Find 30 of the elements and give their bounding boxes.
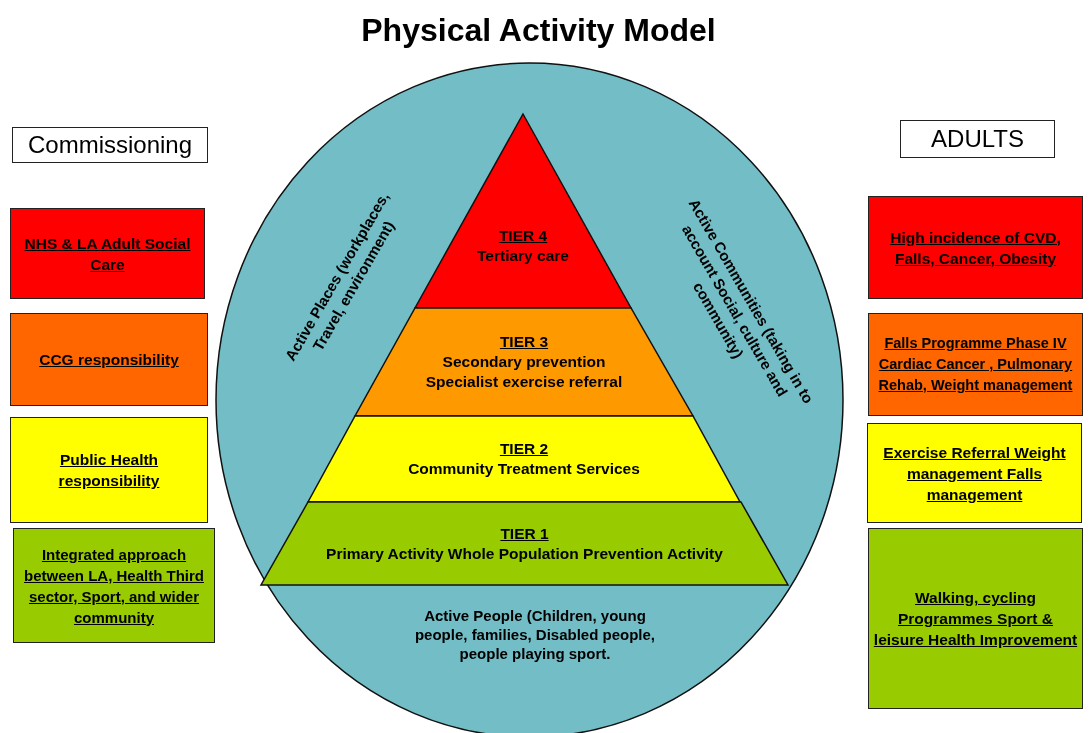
info-card (868, 528, 1083, 709)
column-heading: Commissioning (27, 131, 193, 159)
heading-box (900, 120, 1055, 158)
tier-description: Tertiary care (477, 246, 569, 266)
tier-heading: TIER 3 (499, 332, 549, 352)
card-text: Falls Programme Phase IV Cardiac Cancer , Pulmonary Rehab, Weight management (877, 334, 1074, 395)
column-heading: ADULTS (931, 125, 1024, 153)
card-text: Walking, cycling Programmes Sport & leisure Health Improvement (873, 588, 1078, 650)
tier-description: Secondary prevention Specialist exercise referral (424, 352, 624, 392)
heading-box (12, 127, 208, 163)
tier-heading: TIER 1 (500, 523, 549, 544)
diagram-title: Physical Activity Model (360, 12, 717, 49)
info-card (10, 313, 208, 406)
tier-heading: TIER 4 (498, 226, 548, 246)
card-text: Public Health responsibility (57, 450, 161, 491)
tier-heading: TIER 2 (499, 439, 549, 459)
card-text: NHS & LA Adult Social Care (23, 233, 192, 275)
info-card (10, 417, 208, 523)
population-label: Active People (Children, young people, families, Disabled people, people playing sport. (413, 606, 657, 663)
info-card (868, 196, 1083, 299)
card-text: High incidence of CVD, Falls, Cancer, Obesity (889, 227, 1062, 269)
tier-description: Primary Activity Whole Population Prevention Activity (326, 543, 723, 564)
info-card (867, 423, 1082, 523)
info-card (13, 528, 215, 643)
info-card (868, 313, 1083, 416)
card-text: Exercise Referral Weight management Falls management (882, 442, 1067, 505)
tier-description: Community Treatment Services (408, 459, 640, 479)
card-text: Integrated approach between LA, Health Third sector, Sport, and wider community (23, 544, 205, 628)
info-card (10, 208, 205, 299)
card-text: CCG responsibility (39, 350, 179, 370)
